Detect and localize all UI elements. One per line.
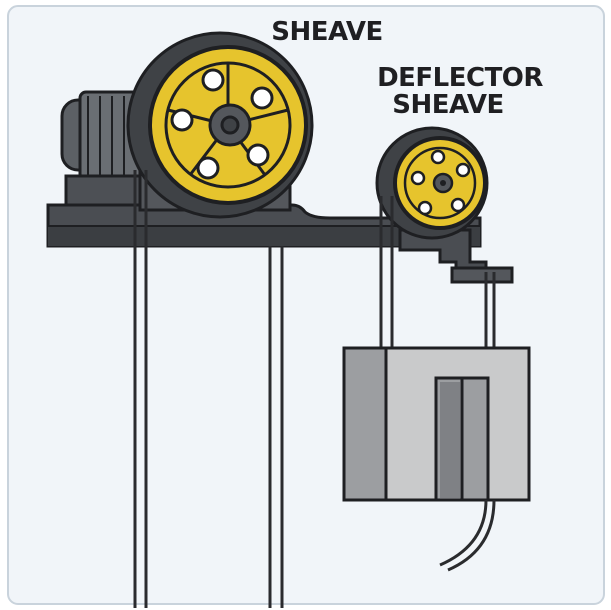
- traveling-cable: [439, 499, 488, 567]
- main-sheave: [126, 31, 314, 219]
- elevator-car: [342, 346, 531, 502]
- sheave-label: SHEAVE: [271, 17, 383, 47]
- traction-motor: [60, 90, 168, 208]
- machine-bedplate: [46, 203, 514, 284]
- deflector-sheave: [375, 126, 489, 240]
- deflector-label-line1: DEFLECTOR: [377, 63, 543, 93]
- deflector-label-line2: SHEAVE: [392, 90, 504, 120]
- traveling-cable-2: [447, 499, 496, 572]
